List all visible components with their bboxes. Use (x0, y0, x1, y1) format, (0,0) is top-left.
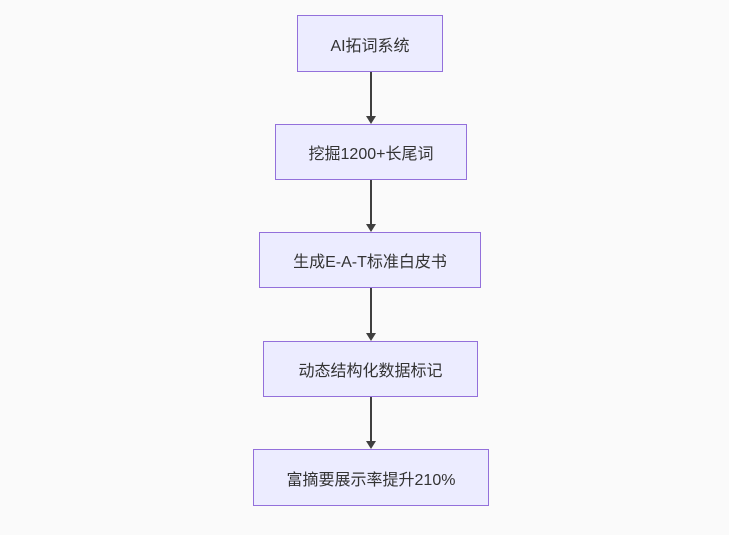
flow-node-step-1: AI拓词系统 (297, 15, 443, 72)
flow-node-step-5: 富摘要展示率提升210% (253, 449, 489, 506)
arrow-line (370, 72, 372, 116)
arrow-head-icon (366, 224, 376, 232)
flow-node-step-2: 挖掘1200+长尾词 (275, 124, 467, 180)
flow-node-label: 富摘要展示率提升210% (286, 471, 456, 489)
flow-node-label: 生成E-A-T标准白皮书 (293, 254, 447, 271)
flow-node-step-3: 生成E-A-T标准白皮书 (259, 232, 481, 288)
flow-node-label: AI拓词系统 (330, 37, 410, 55)
flow-node-step-4: 动态结构化数据标记 (263, 341, 478, 397)
flow-node-label: 动态结构化数据标记 (298, 363, 443, 380)
arrow-head-icon (366, 441, 376, 449)
arrow-head-icon (366, 116, 376, 124)
arrow-line (370, 397, 372, 441)
arrow-head-icon (366, 333, 376, 341)
flow-node-label: 挖掘1200+长尾词 (308, 146, 434, 163)
arrow-line (370, 288, 372, 333)
arrow-line (370, 180, 372, 224)
